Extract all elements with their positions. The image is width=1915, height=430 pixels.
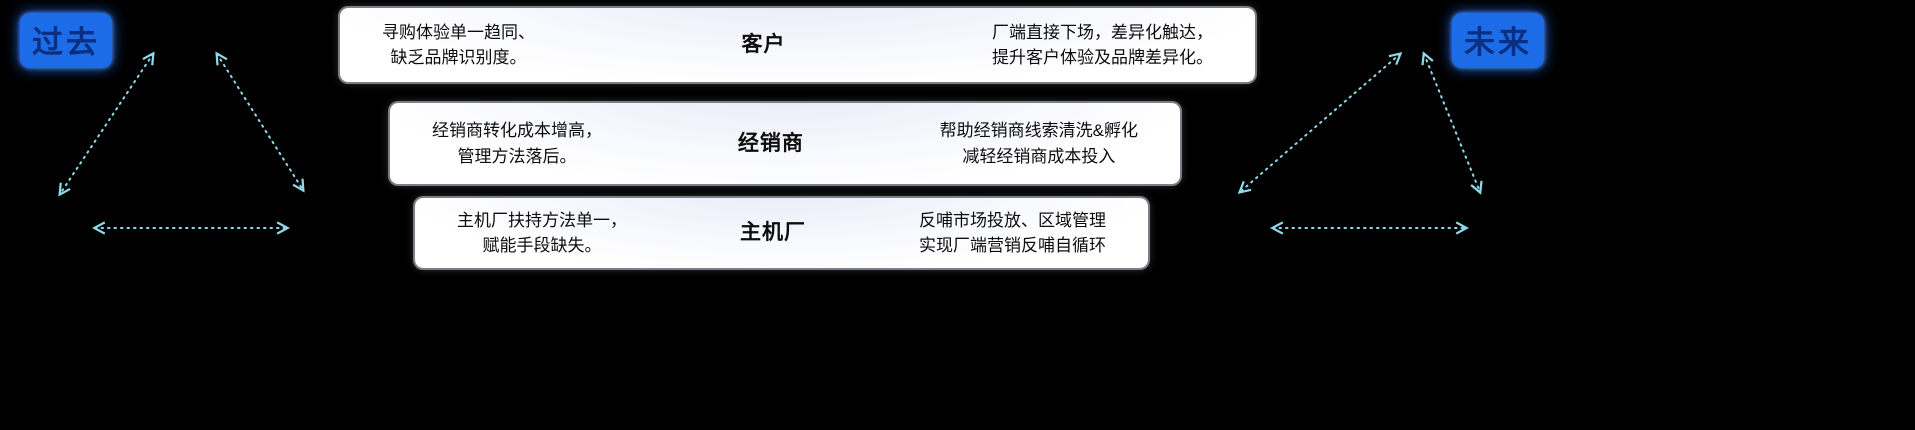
customer-pain-point-text: 寻购体验单一趋同、 缺乏品牌识别度。 (382, 22, 535, 68)
future-triangle-arrows (1228, 42, 1496, 242)
future-left-arrow (1240, 54, 1400, 192)
oem-role-label: 主机厂 (740, 221, 806, 245)
dealer-role-label: 经销商 (737, 131, 804, 155)
dealer-solution-text: 帮助经销商线索清洗&孵化 减轻经销商成本投入 (939, 121, 1138, 166)
oem-row: 主机厂扶持方法单一， 赋能手段缺失。 主机厂 反哺市场投放、区域管理 实现厂端营… (415, 198, 1148, 268)
dealer-row: 经销商转化成本增高， 管理方法落后。 经销商 帮助经销商线索清洗&孵化 减轻经销… (390, 103, 1180, 184)
past-right-arrow (217, 54, 303, 190)
customer-solution-text: 厂端直接下场，差异化触达， 提升客户体验及品牌差异化。 (992, 22, 1213, 68)
dealer-pain-point-text: 经销商转化成本增高， 管理方法落后。 (432, 121, 602, 166)
past-left-arrow (60, 54, 153, 194)
customer-row: 寻购体验单一趋同、 缺乏品牌识别度。 客户 厂端直接下场，差异化触达， 提升客户… (340, 8, 1255, 82)
oem-pain-point-text: 主机厂扶持方法单一， 赋能手段缺失。 (457, 210, 627, 256)
past-triangle-arrows (35, 42, 325, 242)
customer-role-label: 客户 (741, 33, 786, 57)
future-right-arrow (1424, 54, 1480, 192)
oem-solution-text: 反哺市场投放、区域管理 实现厂端营销反哺自循环 (919, 210, 1106, 256)
